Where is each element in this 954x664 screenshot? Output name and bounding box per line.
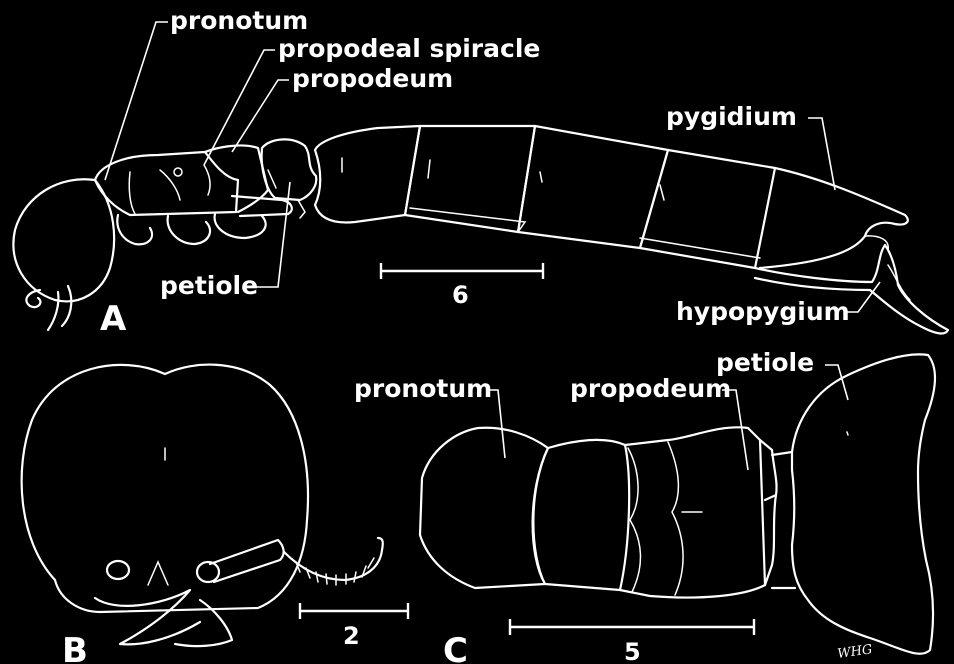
b-antenna-segments: [296, 558, 374, 585]
a-spiracle-mark: [174, 168, 182, 176]
a-gaster-3-tick: [540, 172, 542, 182]
c-scale-bar: [510, 619, 754, 635]
panel-a-lateral-view: pronotum propodeal spiracle propodeum pe…: [13, 6, 948, 339]
a-gaster-segment-1: [315, 126, 420, 222]
a-pronotum: [95, 152, 238, 215]
a-propodeum-leader: [232, 80, 289, 152]
b-scape: [210, 540, 284, 582]
c-label-petiole: petiole: [716, 348, 814, 377]
a-propodeal-spiracle-slit: [204, 165, 210, 195]
a-gaster-2-tick: [428, 160, 430, 178]
panel-letter-c: C: [443, 631, 468, 664]
panel-c-dorsal-view: pronotum propodeum petiole 5 C WHG: [354, 348, 935, 664]
b-mandible-left: [95, 590, 200, 644]
a-head: [13, 179, 114, 301]
a-gaster-4-sternite: [640, 238, 760, 258]
a-gaster-2-sternite: [405, 208, 525, 232]
a-label-propodeal-spiracle: propodeal spiracle: [278, 34, 540, 63]
a-scale-value: 6: [452, 281, 469, 309]
b-clypeus: [148, 562, 168, 585]
a-gaster-segment-4: [640, 150, 775, 268]
b-mandible-right: [175, 600, 232, 646]
c-petiole: [792, 354, 935, 653]
panel-b-head-view: 2 B: [22, 365, 408, 664]
a-label-propodeum: propodeum: [292, 64, 453, 93]
panel-letter-a: A: [100, 299, 127, 339]
c-label-propodeum: propodeum: [570, 374, 731, 403]
a-scale-bar: [381, 263, 543, 279]
a-mandible: [48, 286, 71, 330]
c-petiole-dot: [847, 432, 848, 435]
c-label-pronotum: pronotum: [354, 374, 492, 403]
b-antenna-flagellum: [284, 538, 383, 580]
a-label-pronotum: pronotum: [170, 6, 308, 35]
panel-letter-b: B: [62, 631, 88, 664]
a-apex-tip: [865, 236, 888, 250]
c-suture-2: [668, 442, 683, 595]
b-head-capsule: [22, 365, 308, 612]
a-leg-3: [215, 214, 266, 238]
a-label-hypopygium: hypopygium: [676, 297, 850, 326]
c-petiole-leader: [825, 365, 848, 400]
a-label-pygidium: pygidium: [666, 102, 797, 131]
c-pronotum: [420, 428, 548, 588]
a-label-petiole: petiole: [160, 271, 258, 300]
b-scale-bar: [300, 603, 408, 619]
c-mesonotum: [533, 440, 630, 590]
a-leg-2: [168, 216, 210, 244]
a-leg-1: [117, 215, 152, 244]
a-gaster-4-tick: [660, 185, 664, 200]
c-scale-value: 5: [624, 638, 641, 664]
b-eye-left: [107, 561, 129, 579]
b-scale-value: 2: [343, 622, 360, 650]
a-pronotal-suture: [129, 170, 180, 214]
a-pygidium-leader: [808, 118, 835, 190]
artist-signature: WHG: [836, 642, 873, 662]
a-hypopygium-detail: [888, 265, 910, 300]
a-gaster-segment-2: [405, 126, 535, 232]
c-suture-1: [628, 448, 640, 592]
c-propodeum-posterior: [765, 495, 776, 585]
b-antennal-socket: [197, 562, 219, 582]
